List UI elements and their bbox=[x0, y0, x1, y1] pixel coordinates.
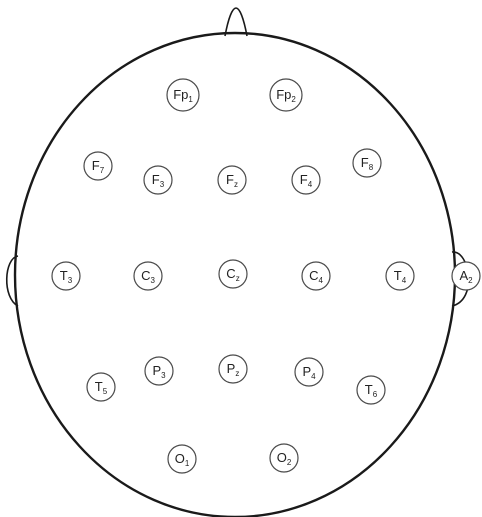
electrode-f3-letter: F bbox=[152, 172, 160, 187]
electrode-f4: F4 bbox=[292, 166, 320, 194]
electrode-f8-letter: F bbox=[361, 155, 369, 170]
electrode-a2: A2 bbox=[452, 262, 480, 290]
electrode-cz: Cz bbox=[219, 260, 247, 288]
electrode-o1-letter: O bbox=[175, 451, 185, 466]
electrode-fp2-subscript: 2 bbox=[291, 95, 296, 104]
electrode-p3-letter: P bbox=[152, 363, 161, 378]
electrode-c4-letter: C bbox=[309, 268, 318, 283]
electrode-p4-subscript: 4 bbox=[311, 372, 316, 381]
electrode-t3: T3 bbox=[52, 262, 80, 290]
electrode-t3-letter: T bbox=[60, 268, 68, 283]
electrode-t6: T6 bbox=[357, 376, 385, 404]
electrode-o1: O1 bbox=[168, 445, 196, 473]
electrode-cz-subscript: z bbox=[236, 274, 240, 283]
electrode-f7-letter: F bbox=[92, 158, 100, 173]
electrode-fp1-subscript: 1 bbox=[188, 95, 193, 104]
electrode-a2-subscript: 2 bbox=[468, 276, 473, 285]
electrode-t5-letter: T bbox=[95, 379, 103, 394]
electrode-t4-letter: T bbox=[394, 268, 402, 283]
electrode-fp2: Fp2 bbox=[270, 79, 302, 111]
electrode-fp1-letter: Fp bbox=[173, 87, 188, 102]
electrode-pz-letter: P bbox=[227, 361, 236, 376]
electrode-fz-letter: F bbox=[226, 172, 234, 187]
electrode-t6-letter: T bbox=[365, 382, 373, 397]
nose-shape bbox=[225, 8, 247, 36]
electrode-f3-subscript: 3 bbox=[160, 180, 165, 189]
electrode-fp2-letter: Fp bbox=[276, 87, 291, 102]
electrode-t5-subscript: 5 bbox=[103, 387, 108, 396]
electrode-fz: Fz bbox=[218, 166, 246, 194]
electrode-cz-letter: C bbox=[226, 266, 235, 281]
electrode-fz-subscript: z bbox=[234, 180, 238, 189]
electrode-t4: T4 bbox=[386, 262, 414, 290]
electrode-c4-subscript: 4 bbox=[318, 276, 323, 285]
electrode-f8-subscript: 8 bbox=[369, 163, 374, 172]
electrode-t4-subscript: 4 bbox=[402, 276, 407, 285]
electrode-p3-subscript: 3 bbox=[161, 371, 166, 380]
electrode-f4-letter: F bbox=[300, 172, 308, 187]
electrode-f8: F8 bbox=[353, 149, 381, 177]
electrode-c3: C3 bbox=[134, 262, 162, 290]
electrode-t6-subscript: 6 bbox=[373, 390, 378, 399]
electrode-fp1: Fp1 bbox=[167, 79, 199, 111]
electrode-p3: P3 bbox=[145, 357, 173, 385]
electrode-t5: T5 bbox=[87, 373, 115, 401]
electrode-o1-subscript: 1 bbox=[185, 459, 190, 468]
electrode-o2-letter: O bbox=[277, 450, 287, 465]
electrode-f3: F3 bbox=[144, 166, 172, 194]
electrode-p4-letter: P bbox=[302, 364, 311, 379]
electrode-o2: O2 bbox=[270, 444, 298, 472]
electrode-c3-subscript: 3 bbox=[150, 276, 155, 285]
electrode-p4: P4 bbox=[295, 358, 323, 386]
electrode-a2-letter: A bbox=[459, 268, 468, 283]
electrode-t3-subscript: 3 bbox=[68, 276, 73, 285]
electrode-f7: F7 bbox=[84, 152, 112, 180]
electrode-f4-subscript: 4 bbox=[308, 180, 313, 189]
electrode-c4: C4 bbox=[302, 262, 330, 290]
electrode-pz: Pz bbox=[219, 355, 247, 383]
electrode-f7-subscript: 7 bbox=[100, 166, 105, 175]
electrode-o2-subscript: 2 bbox=[287, 458, 292, 467]
electrode-c3-letter: C bbox=[141, 268, 150, 283]
electrode-pz-subscript: z bbox=[235, 369, 239, 378]
